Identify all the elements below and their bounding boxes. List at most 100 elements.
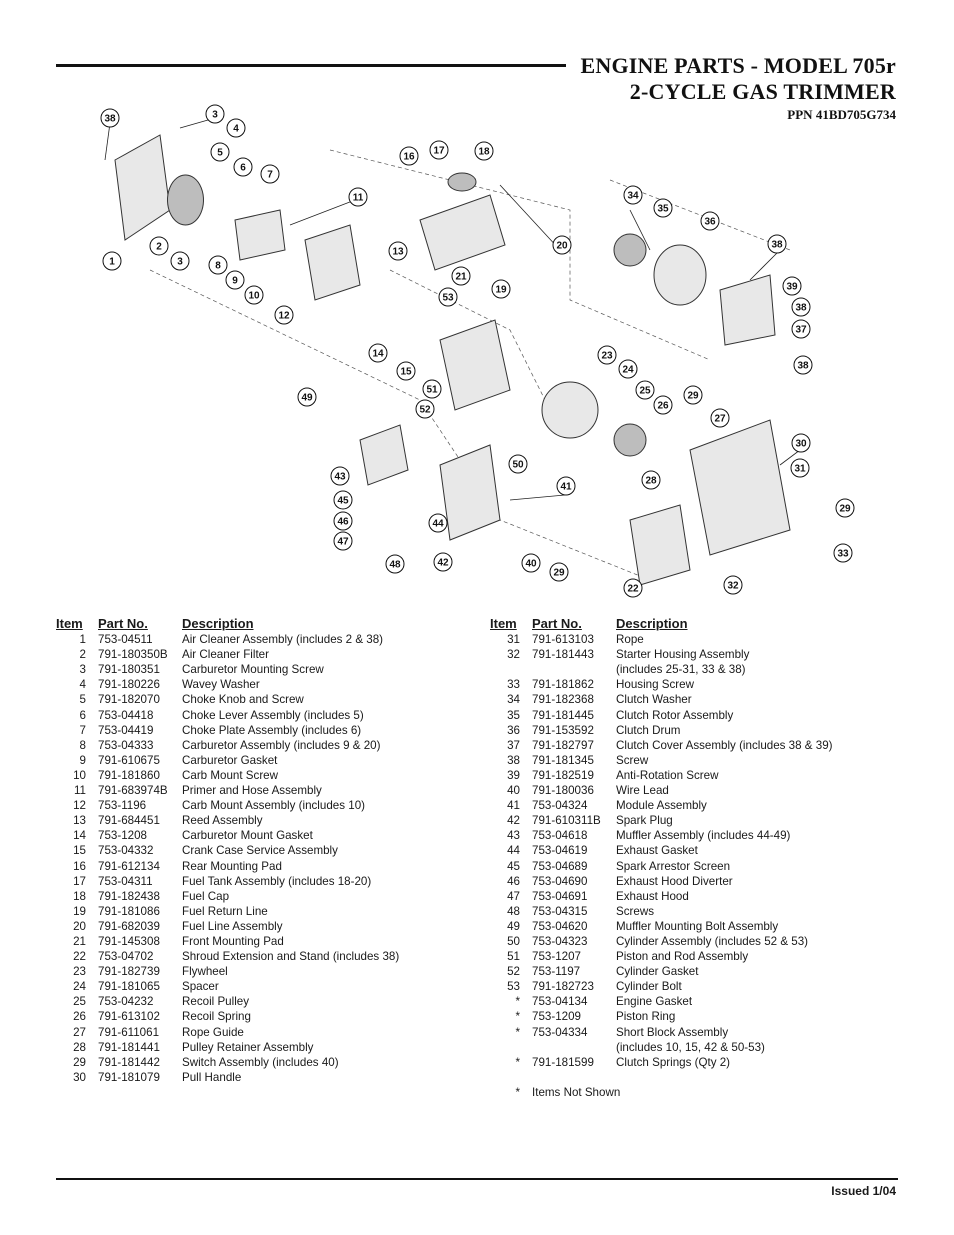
part-description-line: Spark Plug — [616, 814, 673, 828]
part-description: Rope — [616, 632, 644, 647]
item-number: 24 — [73, 980, 86, 994]
item-number: 49 — [507, 919, 520, 933]
item-number: 37 — [507, 738, 520, 752]
part-description: Fuel Return Line — [182, 904, 268, 919]
part-description: Exhaust Hood — [616, 889, 689, 904]
callout-circle — [429, 140, 449, 160]
part-description: Short Block Assembly(includes 10, 15, 42… — [616, 1025, 765, 1055]
callout-circle — [653, 198, 673, 218]
callout-38: 38 — [791, 297, 811, 317]
callout-label: 48 — [389, 560, 401, 571]
part-description-line: Short Block Assembly — [616, 1025, 729, 1039]
callout-label: 29 — [839, 504, 851, 515]
callout-11: 11 — [348, 187, 368, 207]
callout-33: 33 — [833, 543, 853, 563]
callout-32: 32 — [723, 575, 743, 595]
part-description-line: Muffler Mounting Bolt Assembly — [616, 919, 779, 933]
part-description-line: Engine Gasket — [616, 995, 693, 1009]
part-description-line: Reed Assembly — [182, 814, 263, 828]
item-number: 3 — [79, 663, 86, 677]
callout-8: 8 — [208, 255, 228, 275]
item-number: 14 — [73, 829, 86, 843]
part-number: 753-04333 — [98, 738, 154, 752]
callout-circle — [767, 234, 787, 254]
header-part-no: Part No. — [98, 616, 148, 631]
part-description: Module Assembly — [616, 798, 707, 813]
item-number: 44 — [507, 844, 520, 858]
part-description-line: Recoil Pulley — [182, 995, 250, 1009]
callout-circle — [422, 379, 442, 399]
part-number: 791-153592 — [532, 723, 594, 737]
part-description-line: Flywheel — [182, 965, 228, 979]
callout-label: 9 — [232, 276, 238, 287]
callout-43: 43 — [330, 466, 350, 486]
part-number: 753-04691 — [532, 889, 588, 903]
fuel-cap-part — [447, 172, 477, 192]
item-number: 51 — [507, 950, 520, 964]
part-number: 791-181442 — [98, 1055, 160, 1069]
callout-circle — [274, 305, 294, 325]
part-description-line: Piston Ring — [616, 1010, 676, 1024]
callout-circle — [170, 251, 190, 271]
part-description: Cylinder Bolt — [616, 979, 682, 994]
footnote-text: Items Not Shown — [532, 1085, 621, 1099]
callout-53: 53 — [438, 287, 458, 307]
item-number: 6 — [79, 708, 86, 722]
callout-label: 28 — [645, 476, 657, 487]
part-number: 791-181079 — [98, 1070, 160, 1084]
item-number: 23 — [73, 965, 86, 979]
callout-label: 34 — [627, 191, 639, 202]
callout-40: 40 — [521, 553, 541, 573]
part-number: 753-04134 — [532, 995, 588, 1009]
callout-circle — [415, 399, 435, 419]
part-description-line: Exhaust Hood — [616, 889, 689, 903]
ppn-number: PPN 41BD705G734 — [787, 107, 896, 122]
callout-circle — [333, 531, 353, 551]
clutch-rotor-part — [613, 233, 647, 267]
callout-circle — [433, 552, 453, 572]
callout-circle — [556, 476, 576, 496]
item-number: 10 — [73, 768, 86, 782]
item-number: 41 — [507, 799, 520, 813]
carb-mount-part — [304, 224, 361, 301]
part-description: Reed Assembly — [182, 813, 263, 828]
callout-circle — [782, 276, 802, 296]
part-description: Anti-Rotation Screw — [616, 768, 718, 783]
callout-label: 4 — [233, 124, 239, 135]
part-number: 753-04419 — [98, 723, 154, 737]
part-description-line: Rope — [616, 633, 644, 647]
clutch-cover-part — [719, 274, 776, 346]
callout-circle — [521, 553, 541, 573]
part-number: 791-181599 — [532, 1055, 594, 1069]
part-number: 753-04511 — [98, 633, 153, 647]
callout-16: 16 — [399, 146, 419, 166]
callout-46: 46 — [333, 511, 353, 531]
part-description-line: Primer and Hose Assembly — [182, 784, 322, 798]
part-number: 753-04418 — [98, 708, 154, 722]
air-cleaner-part — [114, 134, 171, 241]
part-description: Shroud Extension and Stand (includes 38) — [182, 949, 399, 964]
item-number: 9 — [79, 753, 86, 767]
part-description: Engine Gasket — [616, 994, 692, 1009]
part-number: 753-04232 — [98, 995, 154, 1009]
callout-circle — [205, 104, 225, 124]
part-description: Clutch Drum — [616, 723, 680, 738]
item-number: 5 — [79, 693, 86, 707]
item-number: 8 — [79, 738, 86, 752]
part-description: Housing Screw — [616, 677, 694, 692]
item-number: 43 — [507, 829, 520, 843]
callout-label: 27 — [714, 414, 726, 425]
callout-circle — [368, 343, 388, 363]
part-number: 791-180036 — [532, 784, 594, 798]
part-description: Wavey Washer — [182, 677, 260, 692]
